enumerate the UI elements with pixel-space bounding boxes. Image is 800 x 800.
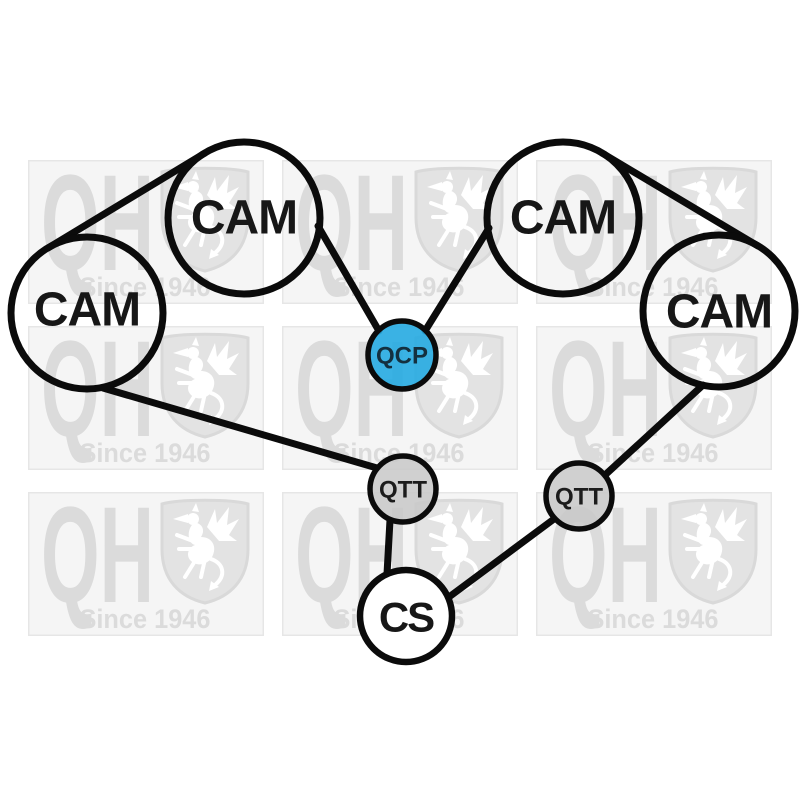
pulley-layer: CAM CAM CAM CAM QCP QTT QTT CS	[7, 138, 799, 666]
belt-run-camright-qttright	[601, 381, 707, 479]
pulley-cam-upper-right: CAM	[483, 138, 643, 298]
pulley-cam-upper-left: CAM	[164, 138, 324, 298]
pulley-qtt-left-label: QTT	[379, 477, 427, 504]
pulley-qtt-right: QTT	[543, 460, 615, 532]
belt-run-camleft-qttleft	[99, 384, 381, 472]
pulley-cs-label: CS	[379, 594, 434, 641]
belt-run-camleft-camupperleft	[44, 149, 209, 252]
pulley-cam-upper-left-circle	[164, 138, 324, 298]
belt-run-qcp-camupperright	[421, 224, 493, 335]
pulley-cam-left: CAM	[7, 233, 167, 393]
belt-run-qttright-cs	[445, 515, 558, 601]
pulley-qtt-right-label: QTT	[555, 484, 603, 511]
pulley-qcp: QCP	[365, 318, 439, 392]
pulley-qcp-label: QCP	[376, 343, 428, 370]
pulley-cam-left-label: CAM	[34, 284, 140, 337]
pulley-cam-right-label: CAM	[666, 286, 772, 339]
pulley-cam-upper-right-label: CAM	[510, 192, 616, 245]
pulley-cs: CS	[356, 566, 456, 666]
pulley-cam-upper-right-circle	[483, 138, 643, 298]
pulley-cam-right-circle	[639, 231, 799, 391]
belt-run-camupperleft-qcp	[314, 222, 383, 335]
belt-run-camupperright-camright	[598, 149, 762, 250]
pulley-qtt-left-circle	[367, 453, 439, 525]
watermark-tile	[26, 477, 266, 638]
pulley-cs-circle	[356, 566, 456, 666]
pulley-qtt-left: QTT	[367, 453, 439, 525]
timing-belt-runs	[44, 149, 762, 601]
pulley-qtt-right-circle	[543, 460, 615, 532]
pulley-qcp-circle	[365, 318, 439, 392]
pulley-cam-left-circle	[7, 233, 167, 393]
pulley-cam-right: CAM	[639, 231, 799, 391]
pulley-cam-upper-left-label: CAM	[191, 192, 297, 245]
belt-run-qttleft-cs	[383, 516, 394, 578]
